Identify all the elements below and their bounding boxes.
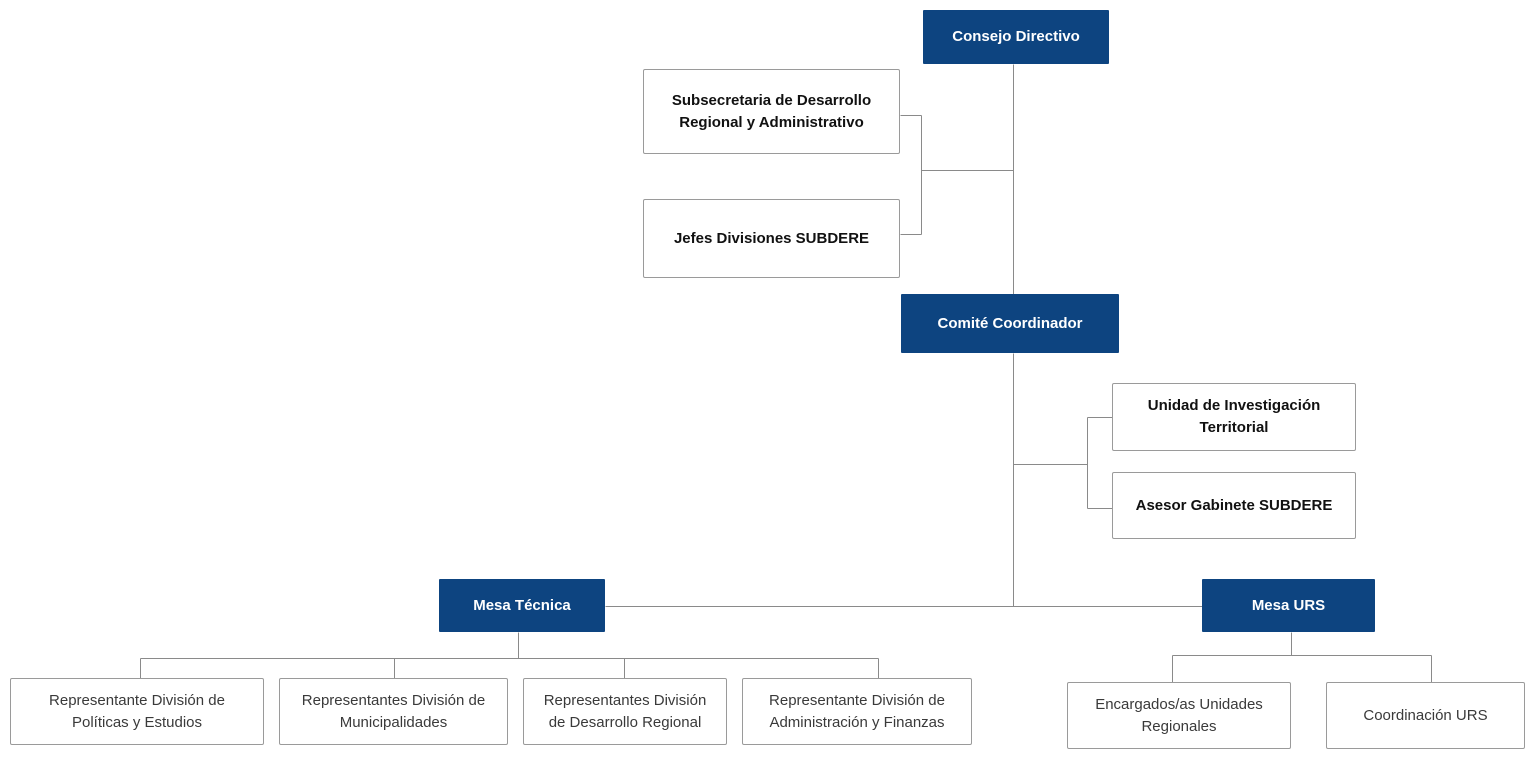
node-rep-administracion: Representante División de Administración… xyxy=(742,678,972,745)
node-rep-municipalidades: Representantes División de Municipalidad… xyxy=(279,678,508,745)
node-subsecretaria: Subsecretaria de Desarrollo Regional y A… xyxy=(643,69,900,154)
node-unidad-investigacion: Unidad de Investigación Territorial xyxy=(1112,383,1356,451)
node-rep-politicas-label: Representante División de Políticas y Es… xyxy=(49,691,225,731)
node-jefes-divisiones-label: Jefes Divisiones SUBDERE xyxy=(673,229,870,247)
node-rep-municipalidades-label: Representantes División de Municipalidad… xyxy=(301,691,486,731)
node-coordinacion-urs: Coordinación URS xyxy=(1326,682,1525,749)
node-jefes-divisiones: Jefes Divisiones SUBDERE xyxy=(643,199,900,278)
node-rep-desarrollo-regional: Representantes División de Desarrollo Re… xyxy=(523,678,727,745)
node-asesor-gabinete-label: Asesor Gabinete SUBDERE xyxy=(1135,496,1333,514)
node-mesa-tecnica-label: Mesa Técnica xyxy=(473,596,571,614)
node-unidad-investigacion-label: Unidad de Investigación Territorial xyxy=(1147,397,1321,436)
node-encargados-unidades-label: Encargados/as Unidades Regionales xyxy=(1095,695,1263,735)
node-mesa-urs-label: Mesa URS xyxy=(1251,596,1326,614)
node-mesa-urs: Mesa URS xyxy=(1202,579,1375,632)
node-consejo-directivo-label: Consejo Directivo xyxy=(952,28,1080,45)
node-subsecretaria-label: Subsecretaria de Desarrollo Regional y A… xyxy=(671,91,872,131)
node-consejo-directivo: Consejo Directivo xyxy=(923,10,1109,64)
node-asesor-gabinete: Asesor Gabinete SUBDERE xyxy=(1112,472,1356,539)
node-rep-politicas: Representante División de Políticas y Es… xyxy=(10,678,264,745)
node-comite-coordinador-label: Comité Coordinador xyxy=(937,314,1083,332)
node-coordinacion-urs-label: Coordinación URS xyxy=(1363,706,1488,724)
node-rep-desarrollo-regional-label: Representantes División de Desarrollo Re… xyxy=(543,691,707,731)
node-encargados-unidades: Encargados/as Unidades Regionales xyxy=(1067,682,1291,749)
node-comite-coordinador: Comité Coordinador xyxy=(901,294,1119,353)
node-mesa-tecnica: Mesa Técnica xyxy=(439,579,605,632)
node-rep-administracion-label: Representante División de Administración… xyxy=(769,691,945,731)
